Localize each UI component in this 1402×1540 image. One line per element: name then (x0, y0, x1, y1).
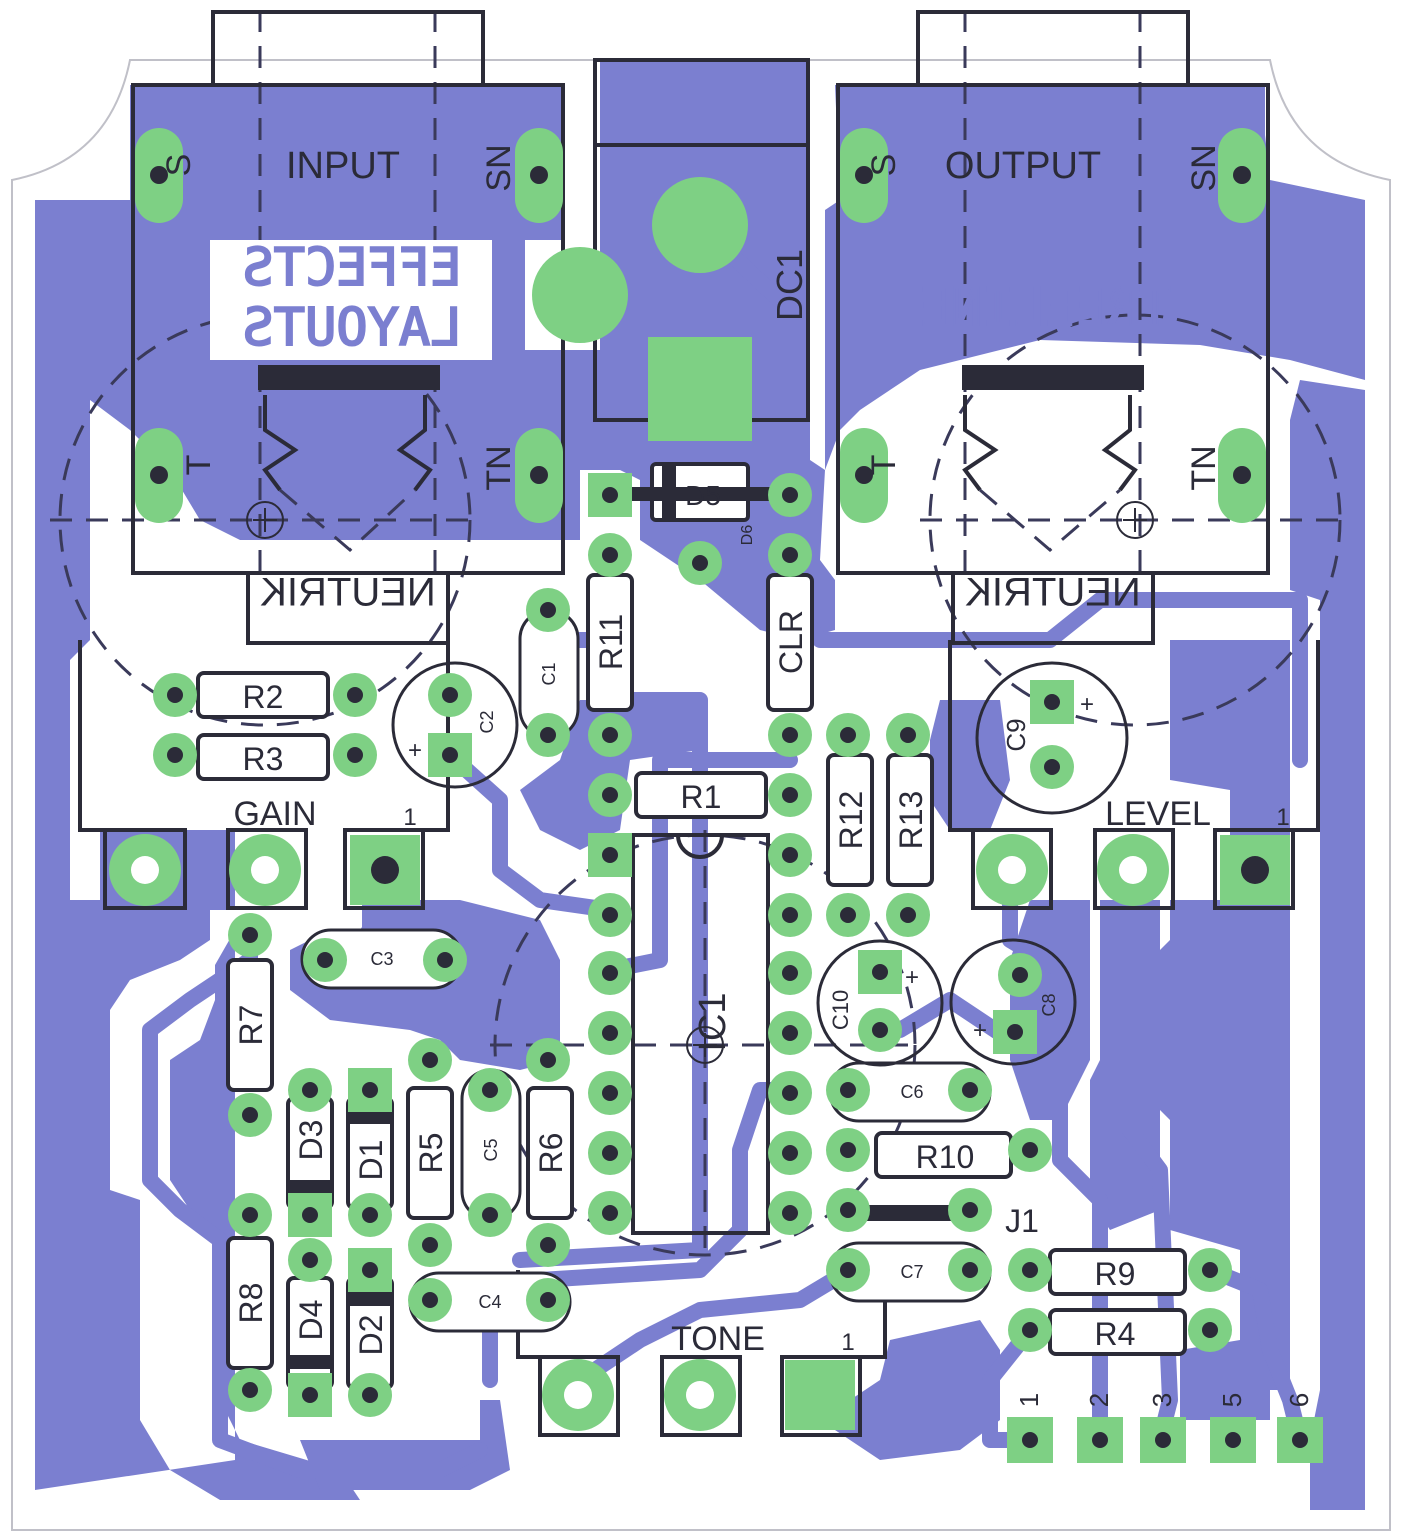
tone-pin1: 1 (841, 1329, 854, 1356)
pot-center-marks (246, 501, 1154, 1064)
pot-pad-boxes (78, 640, 1320, 1437)
gain-label: GAIN (233, 795, 316, 833)
input-jack-sn: SN (480, 144, 518, 191)
input-jack-t: T (180, 455, 218, 476)
c10-polarity: + (905, 964, 919, 991)
input-jack-tn: TN (480, 445, 518, 490)
output-jack (836, 10, 1270, 645)
c8-label: C8 (1039, 993, 1059, 1016)
r7-label: R7 (233, 1005, 269, 1046)
c2-label: C2 (477, 710, 497, 733)
input-jack-s: S (160, 154, 198, 177)
r2-label: R2 (243, 679, 284, 715)
r13-label: R13 (893, 791, 929, 850)
r1-label: R1 (681, 779, 722, 815)
header-pin-1: 1 (1014, 1393, 1044, 1407)
d3-label: D3 (293, 1120, 329, 1161)
c2-polarity: + (408, 737, 422, 764)
diode-bands (288, 466, 970, 1369)
header-pin-3: 3 (1147, 1393, 1177, 1407)
r9-label: R9 (1095, 1256, 1136, 1292)
input-jack-brand: NEUTRIK (260, 571, 436, 615)
r11-label: R11 (593, 614, 629, 670)
r8-label: R8 (233, 1283, 269, 1324)
d1-label: D1 (353, 1140, 389, 1181)
r5-label: R5 (413, 1133, 449, 1174)
output-jack-brand: NEUTRIK (965, 571, 1141, 615)
level-pin1: 1 (1276, 804, 1289, 831)
output-jack-title: OUTPUT (945, 145, 1101, 187)
gain-pin1: 1 (403, 804, 416, 831)
c9-polarity: + (1080, 691, 1094, 718)
jumper-label: J1 (1005, 1203, 1039, 1239)
input-jack (131, 10, 565, 645)
r6-label: R6 (533, 1133, 569, 1174)
input-jack-title: INPUT (286, 145, 400, 187)
c3-label: C3 (370, 949, 393, 969)
c5-label: C5 (481, 1138, 501, 1161)
d2-label: D2 (353, 1315, 389, 1356)
logo-layouts: LAYOUTS (242, 298, 461, 358)
r12-label: R12 (833, 791, 869, 850)
c7-label: C7 (900, 1262, 923, 1282)
c9-label: C9 (1001, 718, 1031, 751)
output-jack-tn: TN (1185, 445, 1223, 490)
d5-label: D5 (685, 480, 721, 511)
drill-holes (131, 166, 1308, 1448)
r10-label: R10 (916, 1139, 975, 1175)
output-jack-s: S (865, 154, 903, 177)
logo-effects: EFFECTS (242, 238, 461, 298)
d6-label: D6 (739, 525, 756, 546)
c8-polarity: + (973, 1017, 987, 1044)
header-pin-5: 5 (1217, 1393, 1247, 1407)
c1-label: C1 (539, 662, 559, 685)
c10-label: C10 (828, 990, 853, 1030)
ic1-label: IC1 (692, 992, 734, 1051)
electrolytic-caps (391, 661, 1129, 1067)
header-pin-2: 2 (1084, 1393, 1114, 1407)
header-pin-6: 6 (1284, 1393, 1314, 1407)
tone-label: TONE (671, 1320, 765, 1358)
ic1-body (631, 833, 770, 1235)
output-jack-t: T (865, 455, 903, 476)
logo-treeline: TREELINE (920, 278, 1170, 338)
r3-label: R3 (243, 741, 284, 777)
level-label: LEVEL (1105, 795, 1211, 833)
c6-label: C6 (900, 1082, 923, 1102)
r4-label: R4 (1095, 1316, 1136, 1352)
d4-label: D4 (293, 1300, 329, 1341)
regulator-label: DC1 (769, 249, 810, 321)
c4-label: C4 (478, 1292, 501, 1312)
output-jack-sn: SN (1185, 144, 1223, 191)
silkscreen-text: INPUT S SN T TN NEUTRIK OUTPUT S SN T TN… (160, 144, 1314, 1407)
clr-label: CLR (773, 610, 809, 674)
